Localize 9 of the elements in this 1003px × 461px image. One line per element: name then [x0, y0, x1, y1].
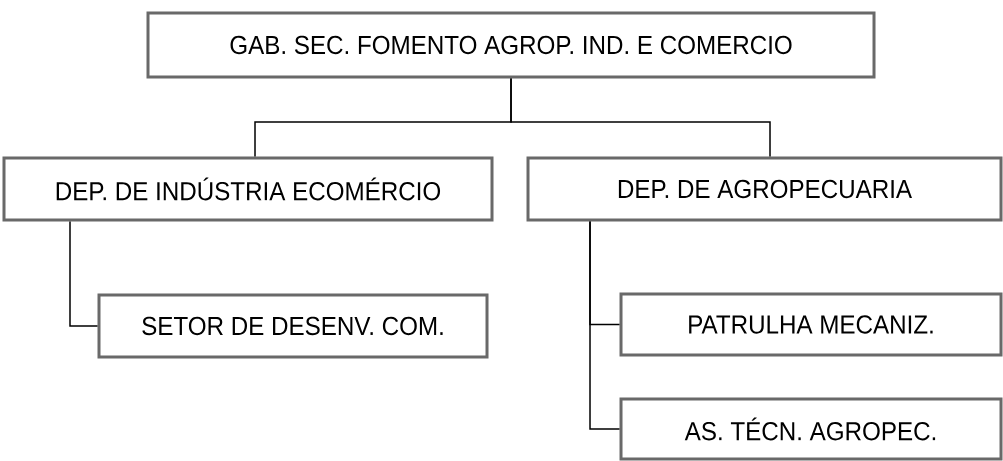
org-box: PATRULHA MECANIZ. [619, 292, 1003, 357]
org-box: SETOR DE DESENV. COM. [97, 293, 489, 359]
connector-line [69, 220, 99, 327]
org-box: DEP. DE AGROPECUARIA [526, 156, 1003, 222]
org-box: DEP. DE INDÚSTRIA ECOMÉRCIO [2, 156, 494, 222]
connector-line [510, 77, 771, 158]
org-box: AS. TÉCN. AGROPEC. [619, 397, 1003, 461]
connector-line [589, 220, 621, 430]
org-box: GAB. SEC. FOMENTO AGROP. IND. E COMERCIO [146, 11, 876, 79]
